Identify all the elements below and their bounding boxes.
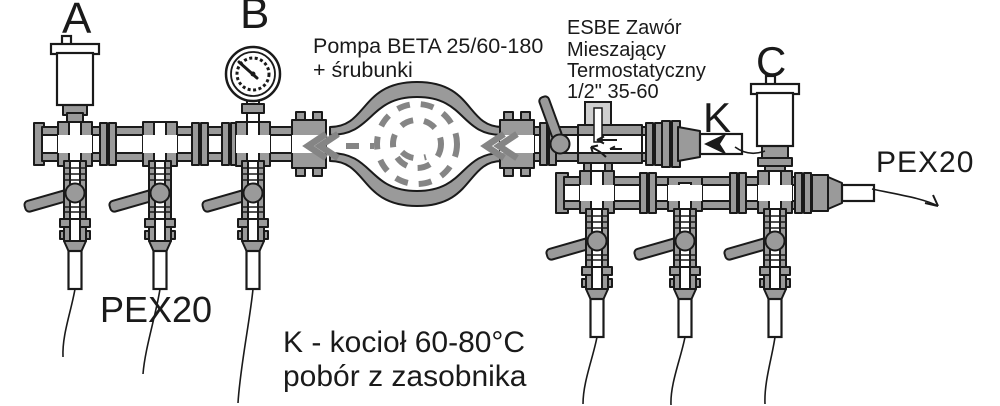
label-k: K (703, 94, 731, 141)
pex-label-right: PEX20 (876, 146, 974, 179)
boiler-inlet-pipe (698, 132, 744, 156)
air-vent-c (749, 74, 801, 175)
pex-tubes (62, 288, 776, 406)
outlet-valve-1 (22, 159, 92, 291)
air-vent-a (49, 34, 101, 124)
valve-caption-line2: Mieszający (567, 39, 666, 61)
label-c: C (756, 38, 786, 85)
valve-caption-line1: ESBE Zawór (567, 17, 682, 39)
pex-outlet-pipe (840, 183, 876, 203)
pump (329, 81, 503, 207)
mixing-valve (577, 101, 643, 178)
pump-caption-line1: Pompa BETA 25/60-180 (313, 34, 543, 58)
flow-chevrons-icon (302, 131, 519, 161)
k-leader-line (734, 146, 766, 154)
mixing-flow-arrows-icon (590, 135, 622, 158)
pex-right-arrow-icon (871, 188, 939, 207)
outlet-valve-3 (200, 159, 270, 291)
outlet-valve-4 (544, 207, 614, 339)
outlet-valve-6 (722, 207, 792, 339)
outlet-valve-5 (632, 207, 702, 339)
gauge-scale-icon (235, 56, 271, 92)
label-b: B (240, 0, 269, 38)
outlet-valve-2 (107, 159, 177, 291)
ball-valve-top (538, 95, 571, 155)
label-a: A (62, 0, 92, 43)
note-line2: pobór z zasobnika (283, 360, 527, 393)
pex-label-left: PEX20 (100, 289, 212, 330)
flow-arrow-icon (704, 133, 727, 155)
pump-caption-line2: + śrubunki (313, 58, 413, 82)
pump-impeller-swirl (346, 101, 460, 187)
valve-caption-line3: Termostatyczny (567, 60, 706, 82)
note-line1: K - kocioł 60-80°C (283, 326, 525, 359)
pressure-gauge (224, 45, 282, 126)
valve-caption-line4: 1/2" 35-60 (567, 81, 659, 103)
